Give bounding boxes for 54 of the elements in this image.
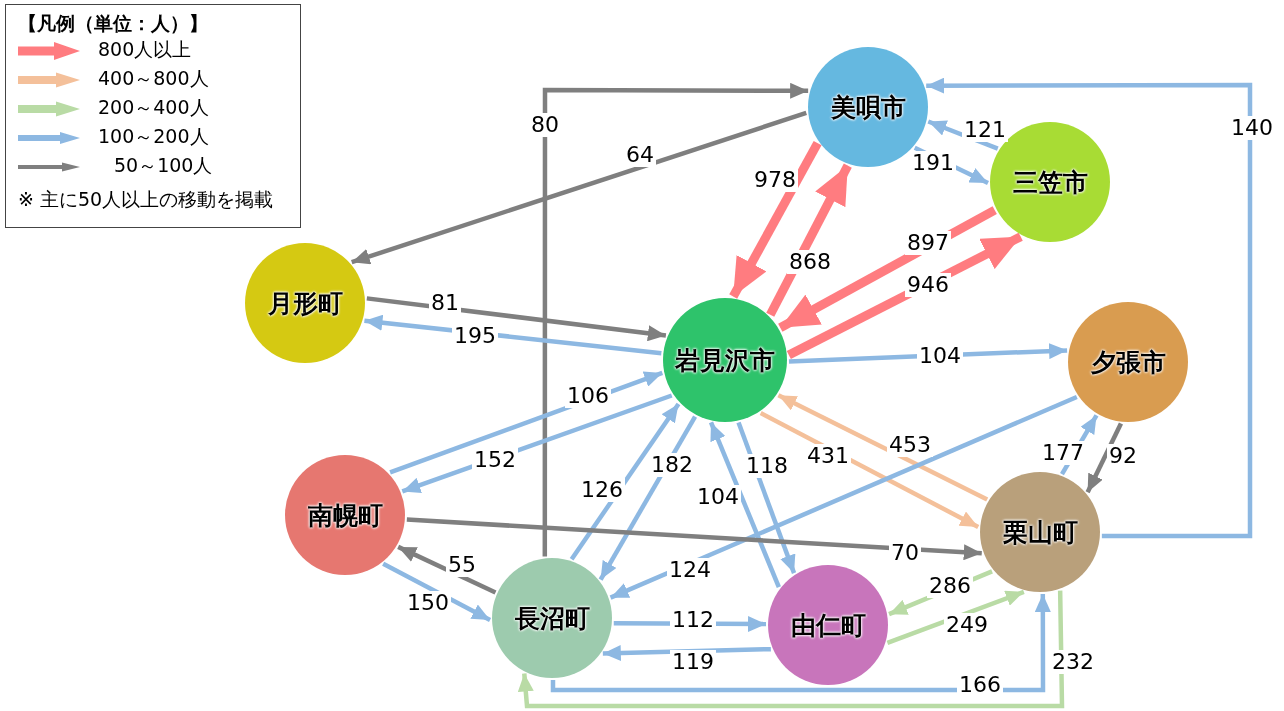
arrow (759, 411, 980, 529)
arrow (786, 232, 1023, 360)
edge-label: 453 (887, 433, 933, 457)
arrow (729, 140, 822, 299)
edge-label: 868 (787, 250, 833, 274)
arrow (927, 119, 999, 151)
legend-text: 50～100人 (114, 153, 213, 178)
arrow (517, 590, 1065, 709)
arrow (926, 77, 1253, 539)
arrow (366, 296, 667, 342)
arrow (777, 393, 989, 502)
arrow (1085, 422, 1123, 494)
arrow (886, 589, 1025, 645)
town-name: 長沼町 (514, 602, 590, 635)
town-name: 栗山町 (1002, 516, 1078, 549)
arrow (382, 561, 492, 622)
arrow (406, 517, 982, 561)
arrow (609, 394, 1078, 600)
edge-label: 81 (429, 291, 461, 315)
edge-label: 897 (905, 231, 951, 255)
arrow (598, 415, 698, 581)
town-name: 由仁町 (790, 609, 866, 642)
edge-label: 55 (446, 553, 478, 577)
arrow (708, 421, 781, 589)
edge-label: 106 (565, 384, 611, 408)
arrow (602, 645, 771, 661)
legend-text: 800人以上 (98, 37, 192, 62)
note-text: ※ 主に50人以上の移動を掲載 (18, 187, 274, 212)
edge-label: 121 (962, 118, 1008, 142)
edge-label: 978 (752, 168, 798, 192)
arrow (351, 110, 807, 265)
town-name: 月形町 (267, 287, 343, 320)
town-name: 岩見沢市 (675, 344, 775, 377)
legend-title: 【凡例（単位：人）】 (18, 11, 208, 36)
town-circle (663, 298, 787, 422)
arrow (778, 206, 997, 332)
arrow (550, 593, 1051, 693)
arrow (542, 82, 809, 557)
arrow (569, 402, 681, 561)
town-name: 三笠市 (1012, 166, 1088, 199)
edge-label: 152 (472, 448, 518, 472)
edge-label: 80 (529, 113, 561, 137)
edge-label: 286 (927, 574, 973, 598)
legend-text: 400～800人 (98, 66, 209, 91)
legend-text: 100～200人 (98, 124, 209, 149)
arrow (766, 163, 852, 317)
edge-label: 946 (905, 273, 951, 297)
edge-label: 64 (624, 143, 656, 167)
legend-text: 200～400人 (98, 95, 209, 120)
edge-label: 118 (744, 454, 790, 478)
town-name: 夕張市 (1090, 346, 1166, 379)
town-name: 美唄市 (830, 91, 906, 124)
arrow (397, 544, 497, 595)
town-name: 南幌町 (307, 499, 383, 532)
